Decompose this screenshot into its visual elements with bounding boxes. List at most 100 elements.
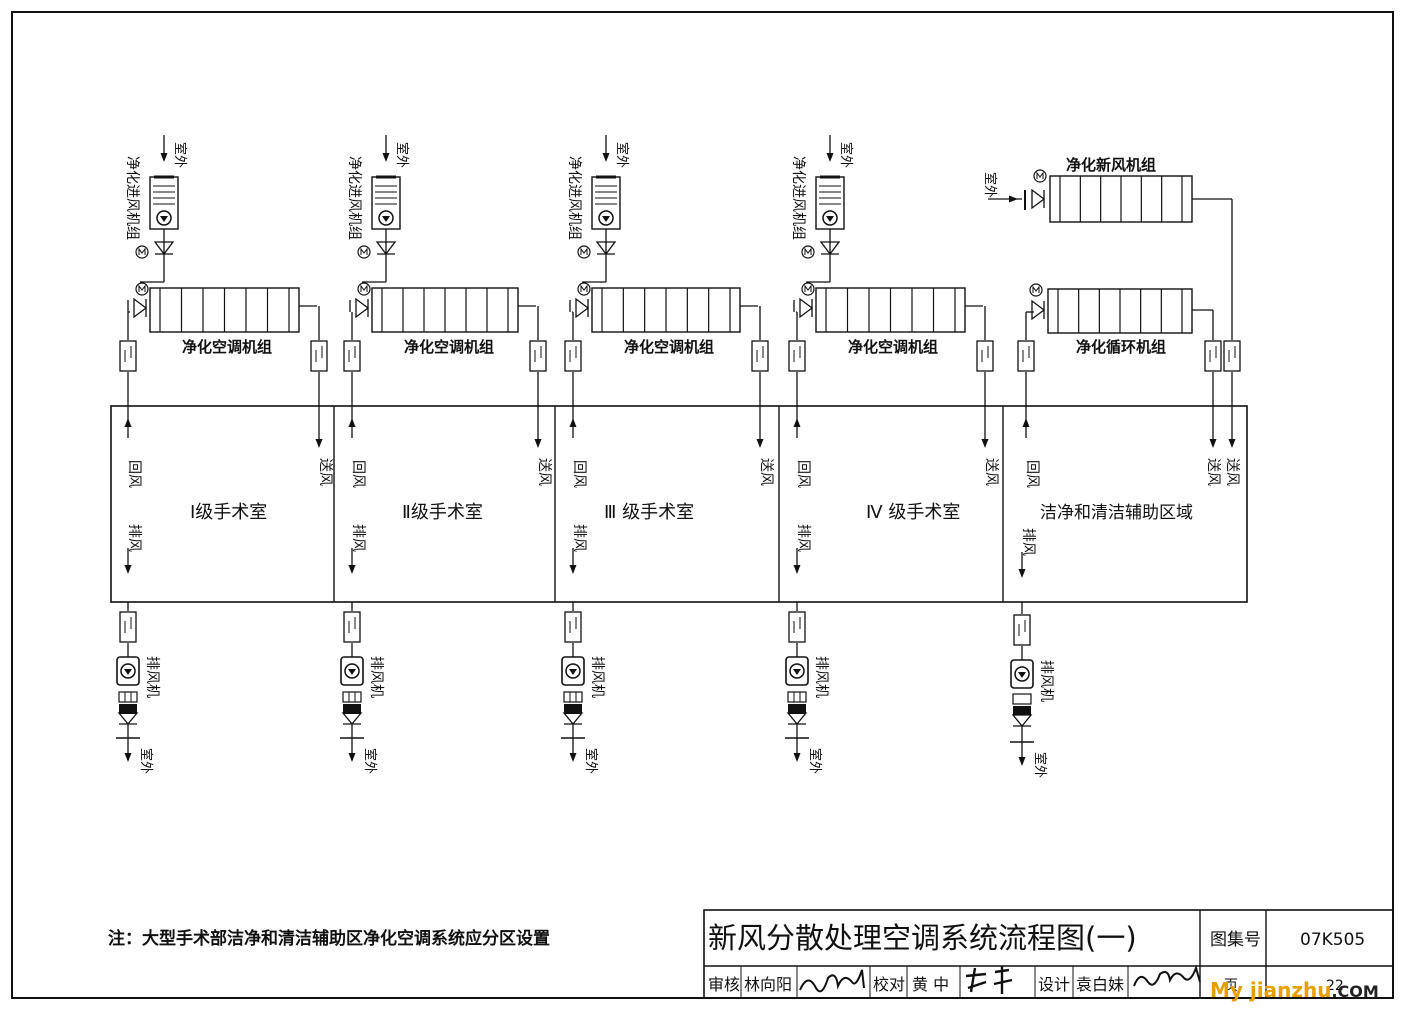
room-name: Ⅲ 级手术室	[604, 502, 694, 523]
room-name: 洁净和清洁辅助区域	[1040, 503, 1193, 523]
ahu-label: 净化空调机组	[182, 338, 272, 356]
ahu-label: 净化空调机组	[848, 338, 938, 356]
rooms-outline	[110, 405, 1248, 603]
exhaust-damper	[1011, 714, 1033, 728]
check-label: 校对	[873, 975, 905, 994]
exhaust-damper	[117, 712, 139, 726]
silencer	[1204, 340, 1222, 372]
supply-arrow	[534, 439, 542, 448]
motor-icon	[1033, 169, 1047, 183]
ahu-label: 净化空调机组	[404, 338, 494, 356]
atlas-label: 图集号	[1210, 930, 1261, 950]
silencer-body	[343, 611, 361, 643]
fan-icon	[120, 663, 136, 679]
drawing-title: 新风分散处理空调系统流程图(一)	[708, 921, 1137, 955]
design-note: 注：大型手术部洁净和清洁辅助区净化空调系统应分区设置	[108, 929, 550, 949]
motor-icon	[801, 282, 815, 296]
exhaust-out-arrow	[348, 753, 356, 762]
silencer-body	[119, 340, 137, 372]
motor-glyph	[360, 284, 368, 292]
silencer	[564, 340, 582, 372]
motor-circle	[801, 245, 815, 259]
review-name: 林向阳	[744, 975, 792, 994]
outdoor-out-label: 室外	[1032, 752, 1048, 778]
recirc-unit-label: 净化循环机组	[1076, 338, 1166, 356]
exhaust-filter-dark	[1013, 706, 1031, 715]
fan-icon	[598, 210, 614, 226]
design-name: 袁白妹	[1076, 975, 1124, 994]
return-arrow	[124, 418, 132, 427]
air-handling-unit	[815, 287, 966, 333]
motor-glyph	[1036, 171, 1044, 179]
silencer	[564, 611, 582, 643]
silencer-body	[1223, 340, 1241, 372]
supply-label: 送风	[758, 458, 774, 486]
review-label: 审核	[708, 975, 740, 994]
silencer-body	[751, 340, 769, 372]
silencer	[343, 611, 361, 643]
motor-glyph	[580, 284, 588, 292]
exhaust-damper	[562, 712, 584, 726]
exhaust-label: 排风	[795, 524, 811, 552]
silencer	[310, 340, 328, 372]
page-label: 页	[1224, 978, 1238, 994]
exhaust-filter	[118, 691, 138, 703]
exhaust-out-arrow	[569, 753, 577, 762]
exhaust-arrow	[124, 565, 132, 574]
or-system-4: 室外净化进风机组净化空调机组回风送风Ⅳ 级手术室排风排风机室外	[785, 135, 999, 774]
air-handling-unit	[1049, 175, 1193, 223]
silencer-body	[564, 340, 582, 372]
fan-blade	[826, 216, 834, 222]
intake-arrow	[382, 153, 390, 162]
motor-icon	[1029, 283, 1043, 297]
watermark-brand: My jianzhu	[1210, 978, 1332, 1002]
return-label: 回风	[1024, 460, 1040, 488]
exhaust-filter-dark	[119, 704, 137, 714]
silencer-body	[976, 340, 994, 372]
damper-glyph	[1031, 188, 1046, 210]
air-handling-unit	[1047, 288, 1193, 334]
exhaust-damper	[786, 712, 808, 726]
return-label: 回风	[126, 460, 142, 488]
motor-circle	[577, 282, 591, 296]
outdoor-label: 室外	[982, 172, 998, 198]
outdoor-label: 室外	[838, 142, 854, 168]
motor-icon	[577, 282, 591, 296]
exhaust-filter	[1012, 693, 1032, 705]
atlas-number: 07K505	[1300, 930, 1365, 950]
silencer	[119, 611, 137, 643]
intake-arrow	[1009, 195, 1018, 203]
damper-glyph	[575, 297, 590, 319]
exhaust-filter-dark	[564, 704, 582, 714]
exhaust-fan-label: 排风机	[144, 656, 160, 698]
supply-label: 送风	[983, 458, 999, 486]
fan-icon	[822, 210, 838, 226]
return-arrow	[793, 418, 801, 427]
return-label: 回风	[350, 460, 366, 488]
exhaust-filter-dark	[788, 704, 806, 714]
review-signature	[799, 969, 865, 993]
silencer	[788, 340, 806, 372]
exhaust-arrow	[793, 565, 801, 574]
supply-label: 送风	[317, 458, 333, 486]
page-number: 22	[1326, 978, 1344, 994]
fan-blade	[793, 669, 801, 675]
damper-icon	[355, 297, 370, 319]
damper-icon	[799, 297, 814, 319]
supply-label: 送风	[1205, 458, 1221, 486]
outdoor-label: 室外	[394, 142, 410, 168]
silencer	[529, 340, 547, 372]
motor-glyph	[804, 247, 812, 255]
motor-icon	[801, 245, 815, 259]
aux-system: 室外净化新风机组净化循环机组回风送风送风洁净和清洁辅助区域排风排风机室外	[982, 156, 1241, 778]
silencer-body	[119, 611, 137, 643]
or-system-2: 室外净化进风机组净化空调机组回风送风Ⅱ级手术室排风排风机室外	[340, 135, 552, 774]
silencer-body	[564, 611, 582, 643]
exhaust-damper	[341, 712, 363, 726]
exhaust-out-arrow	[793, 753, 801, 762]
silencer	[976, 340, 994, 372]
motor-glyph	[580, 247, 588, 255]
supply-label: 送风	[536, 458, 552, 486]
fresh-unit-label: 净化新风机组	[1066, 156, 1156, 174]
exhaust-arrow	[348, 565, 356, 574]
